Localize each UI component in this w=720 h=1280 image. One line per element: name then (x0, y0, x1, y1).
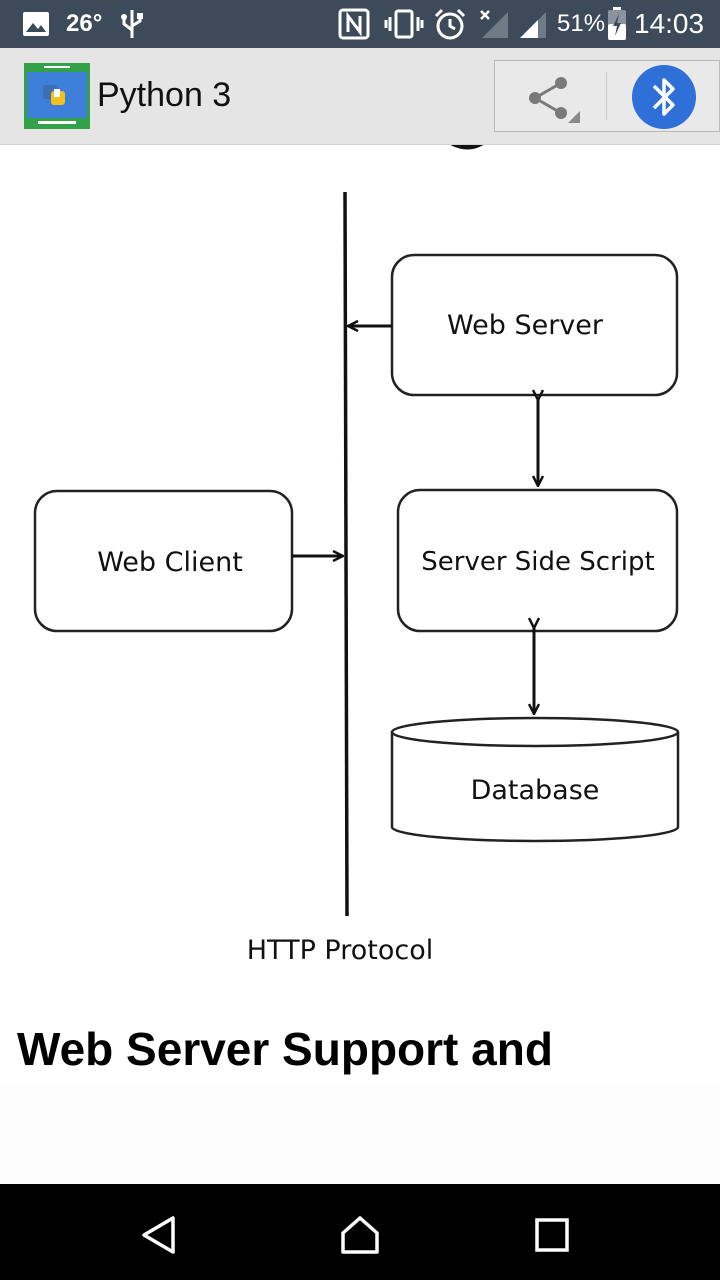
no-signal-icon (480, 10, 508, 38)
gallery-icon (23, 12, 49, 36)
divider (606, 72, 607, 120)
web-client-box (33, 489, 294, 633)
recents-icon[interactable] (534, 1217, 570, 1253)
alarm-icon (434, 8, 466, 40)
nfc-icon (338, 8, 370, 40)
back-icon[interactable] (139, 1214, 181, 1256)
database-cylinder (390, 716, 680, 843)
battery-percent-text: 51% (557, 10, 606, 37)
bluetooth-icon[interactable] (631, 64, 697, 130)
signal-icon (520, 12, 546, 38)
navigation-bar (0, 1184, 720, 1280)
blank-area (0, 1085, 720, 1184)
status-bar: 26° 51% 14:03 (0, 0, 720, 48)
web-server-label: Web Server (447, 310, 604, 341)
web-client-label: Web Client (97, 547, 243, 578)
battery-icon (608, 7, 626, 40)
share-icon (529, 77, 580, 123)
vibrate-icon (384, 9, 424, 39)
database-label: Database (471, 775, 600, 806)
cgi-architecture-diagram: Web Server Web Client Server Side Script… (33, 145, 680, 966)
usb-icon (121, 10, 143, 38)
clock-text: 14:03 (634, 8, 705, 39)
server-side-script-label: Server Side Script (421, 547, 654, 577)
home-icon[interactable] (338, 1214, 382, 1256)
clipped-heading-fragment (450, 145, 484, 150)
http-protocol-label: HTTP Protocol (247, 935, 433, 966)
content-area: Web Server Web Client Server Side Script… (0, 145, 720, 1085)
app-title: Python 3 (97, 76, 232, 114)
section-heading: Web Server Support and (17, 1023, 553, 1075)
app-logo-icon[interactable] (24, 63, 90, 129)
http-protocol-line (343, 191, 349, 917)
app-bar: Python 3 (0, 48, 720, 145)
temperature-text: 26° (66, 10, 103, 37)
